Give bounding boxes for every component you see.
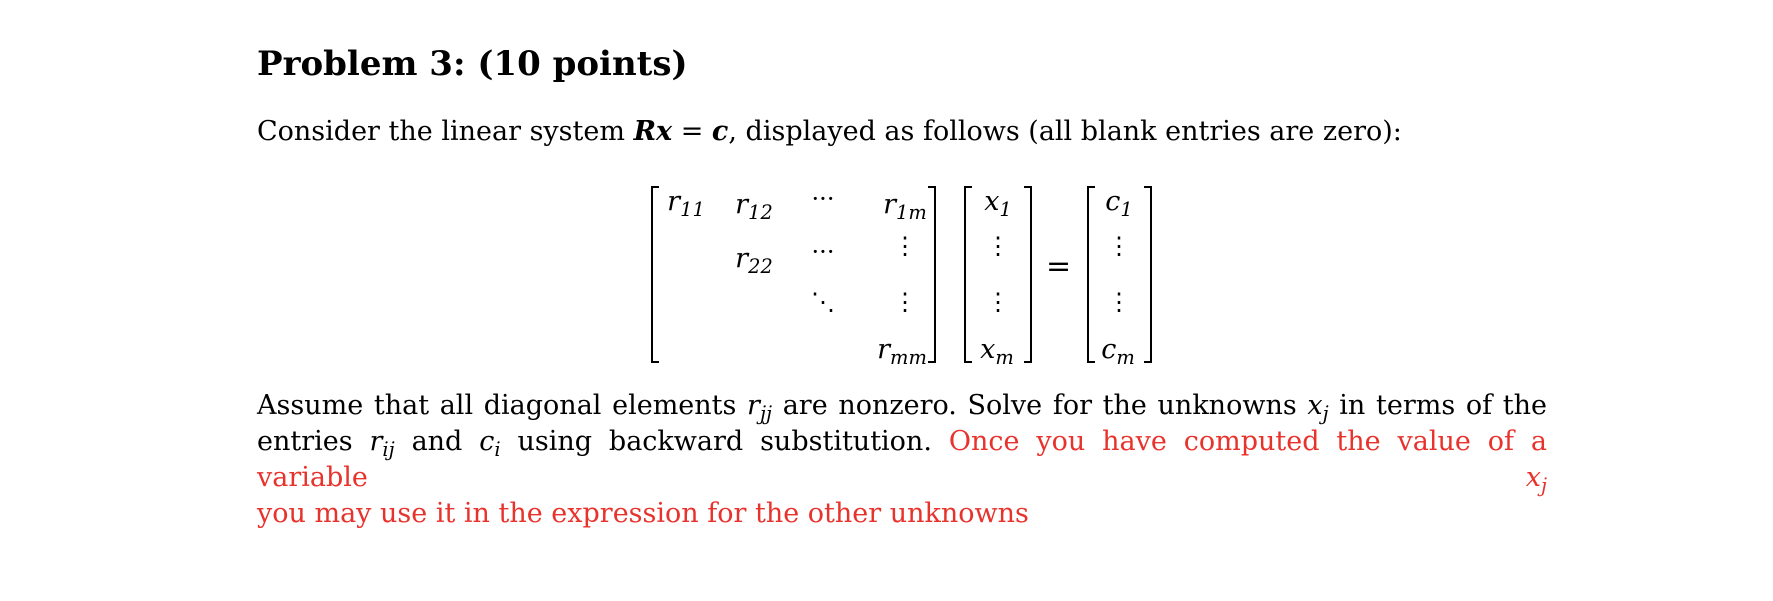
symbol-R: R bbox=[633, 116, 657, 147]
entry-r22: r22 bbox=[735, 243, 773, 278]
symbol-xj: xj bbox=[1307, 390, 1329, 425]
symbol-c: c bbox=[711, 116, 729, 147]
matrix-R-left-bracket bbox=[651, 186, 659, 363]
ddots: ⋱ bbox=[811, 288, 835, 316]
entry-xm: xm bbox=[980, 334, 1014, 369]
intro-sentence: Consider the linear system Rx = c, displ… bbox=[257, 115, 1402, 149]
instructions-paragraph: Assume that all diagonal elements rjj ar… bbox=[257, 388, 1547, 532]
symbol-ci: ci bbox=[479, 426, 501, 461]
entry-rmm: rmm bbox=[877, 334, 927, 369]
vector-c-left-bracket bbox=[1087, 186, 1095, 363]
paragraph-line-2: entries rij and ci using backward substi… bbox=[257, 426, 1548, 497]
hdots-row1: ··· bbox=[811, 185, 835, 213]
vector-x-left-bracket bbox=[964, 186, 972, 363]
entry-x1: x1 bbox=[984, 186, 1012, 221]
symbol-x: x bbox=[656, 116, 673, 147]
intro-equals: = bbox=[672, 116, 712, 147]
vdots-x-2: ⋮ bbox=[986, 288, 1010, 316]
entry-c1: c1 bbox=[1105, 186, 1133, 221]
vdots-c-2: ⋮ bbox=[1107, 288, 1131, 316]
vdots-x-1: ⋮ bbox=[986, 232, 1010, 260]
entry-cm: cm bbox=[1101, 334, 1135, 369]
problem-title: Problem 3: (10 points) bbox=[257, 44, 688, 84]
intro-prefix: Consider the linear system bbox=[257, 116, 634, 147]
entry-r11: r11 bbox=[667, 186, 705, 221]
hdots-row2: ··· bbox=[811, 238, 835, 266]
vector-x-right-bracket bbox=[1024, 186, 1032, 363]
vector-c-right-bracket bbox=[1144, 186, 1152, 363]
equals-sign: = bbox=[1046, 249, 1072, 284]
vdots-col-m-2: ⋮ bbox=[893, 288, 917, 316]
highlighted-hint-part-2: you may use it in the expression for the… bbox=[257, 498, 1029, 529]
entry-r1m: r1m bbox=[883, 189, 927, 224]
symbol-xj-highlighted: xj bbox=[1525, 462, 1547, 497]
vdots-c-1: ⋮ bbox=[1107, 232, 1131, 260]
highlighted-hint-part-1: Once you have computed the value of a va… bbox=[257, 426, 1548, 493]
matrix-R-right-bracket bbox=[928, 186, 936, 363]
intro-suffix: , displayed as follows (all blank entrie… bbox=[728, 116, 1402, 147]
paragraph-line-1: Assume that all diagonal elements rjj ar… bbox=[257, 390, 1547, 425]
entry-r12: r12 bbox=[735, 189, 773, 224]
symbol-rjj: rjj bbox=[747, 390, 773, 425]
vdots-col-m-1: ⋮ bbox=[893, 232, 917, 260]
symbol-rij: rij bbox=[369, 426, 395, 461]
